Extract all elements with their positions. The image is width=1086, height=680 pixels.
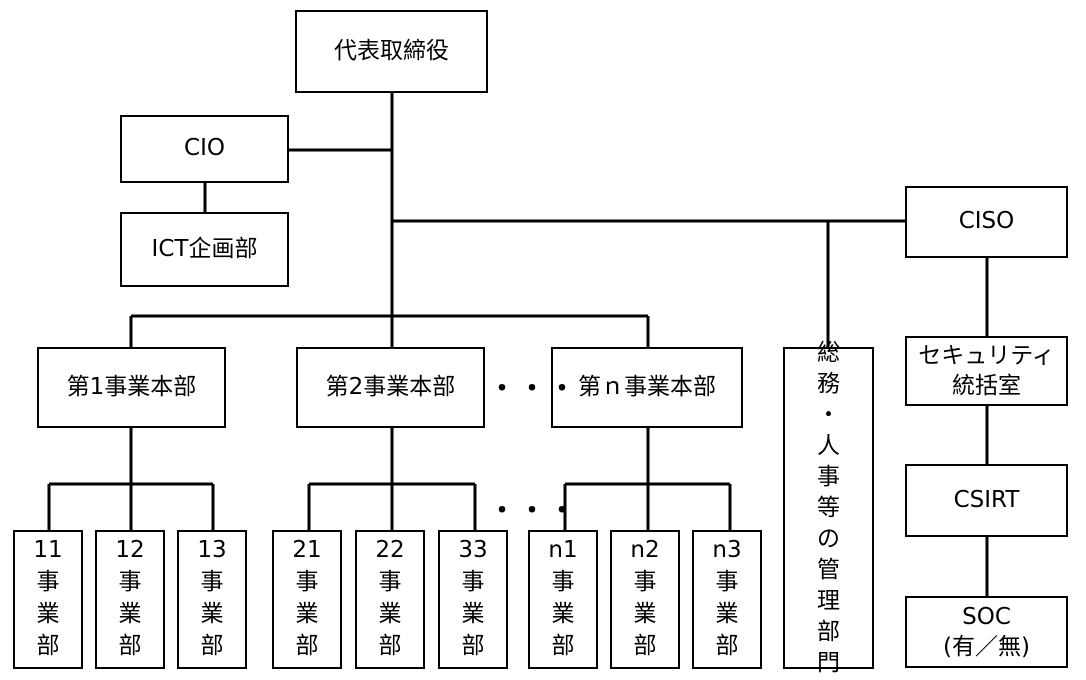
hq1-box: 第1事業本部	[37, 347, 226, 428]
cio-box: CIO	[120, 115, 289, 183]
division-box: n1 事 業 部	[528, 530, 598, 669]
division-char: 業	[551, 601, 575, 627]
admin-char: 部	[817, 618, 840, 645]
ciso-box: CISO	[905, 186, 1068, 258]
division-number: 13	[197, 537, 227, 563]
admin-char: 務	[817, 370, 840, 397]
division-number: 12	[115, 537, 145, 563]
ciso-label: CISO	[958, 208, 1015, 235]
division-number: n1	[548, 537, 578, 563]
admin-char: の	[817, 525, 840, 552]
division-box: 12 事 業 部	[95, 530, 165, 669]
division-char: 部	[36, 633, 60, 659]
division-number: n3	[712, 537, 742, 563]
cio-label: CIO	[184, 135, 225, 162]
ceo-label: 代表取締役	[334, 37, 449, 64]
hqn-label: 第ｎ事業本部	[578, 373, 716, 400]
division-char: 事	[378, 569, 402, 595]
division-char: 部	[118, 633, 142, 659]
hq2-box: 第2事業本部	[296, 347, 485, 428]
division-number: 33	[458, 537, 488, 563]
division-char: 業	[36, 601, 60, 627]
division-char: 事	[200, 569, 224, 595]
division-box: n2 事 業 部	[610, 530, 680, 669]
division-box: 11 事 業 部	[13, 530, 83, 669]
division-number: 22	[375, 537, 405, 563]
division-box: n3 事 業 部	[692, 530, 762, 669]
division-char: 事	[461, 569, 485, 595]
ceo-box: 代表取締役	[295, 10, 488, 93]
division-number: n2	[630, 537, 660, 563]
division-char: 部	[461, 633, 485, 659]
division-box: 21 事 業 部	[272, 530, 342, 669]
division-char: 業	[200, 601, 224, 627]
ict-planning-box: ICT企画部	[120, 212, 289, 287]
admin-char: 人	[817, 432, 840, 459]
ellipsis-hq: ・・・	[489, 374, 580, 404]
division-box: 13 事 業 部	[177, 530, 247, 669]
hq2-label: 第2事業本部	[325, 373, 456, 400]
ellipsis-divisions: ・・・	[489, 496, 580, 526]
division-char: 業	[461, 601, 485, 627]
division-box: 22 事 業 部	[355, 530, 425, 669]
division-char: 部	[295, 633, 319, 659]
division-box: 33 事 業 部	[438, 530, 508, 669]
hq1-label: 第1事業本部	[66, 373, 197, 400]
admin-char: 事	[817, 463, 840, 490]
division-char: 事	[715, 569, 739, 595]
csirt-box: CSIRT	[905, 464, 1068, 537]
division-char: 部	[378, 633, 402, 659]
soc-label-1: SOC	[962, 604, 1011, 630]
hqn-box: 第ｎ事業本部	[551, 347, 743, 428]
csirt-label: CSIRT	[953, 486, 1020, 513]
division-char: 事	[36, 569, 60, 595]
division-char: 業	[715, 601, 739, 627]
division-char: 業	[295, 601, 319, 627]
admin-char: ・	[817, 401, 840, 428]
division-char: 事	[551, 569, 575, 595]
division-char: 事	[118, 569, 142, 595]
admin-char: 総	[817, 339, 840, 366]
admin-char: 門	[817, 649, 840, 676]
division-char: 部	[551, 633, 575, 659]
division-char: 事	[295, 569, 319, 595]
admin-char: 等	[817, 494, 840, 521]
soc-box: SOC (有／無)	[905, 596, 1068, 668]
admin-char: 理	[817, 587, 840, 614]
security-office-box: セキュリティ 統括室	[905, 336, 1068, 406]
division-number: 11	[33, 537, 63, 563]
soc-label-2: (有／無)	[943, 634, 1030, 660]
division-char: 業	[378, 601, 402, 627]
security-office-label-2: 統括室	[952, 373, 1021, 399]
division-char: 部	[633, 633, 657, 659]
admin-dept-box: 総 務 ・ 人 事 等 の 管 理 部 門	[783, 340, 874, 676]
division-char: 部	[200, 633, 224, 659]
division-char: 業	[633, 601, 657, 627]
ict-planning-label: ICT企画部	[151, 235, 258, 262]
division-char: 業	[118, 601, 142, 627]
division-char: 部	[715, 633, 739, 659]
admin-char: 管	[817, 556, 840, 583]
division-char: 事	[633, 569, 657, 595]
division-number: 21	[292, 537, 322, 563]
security-office-label-1: セキュリティ	[918, 343, 1055, 369]
